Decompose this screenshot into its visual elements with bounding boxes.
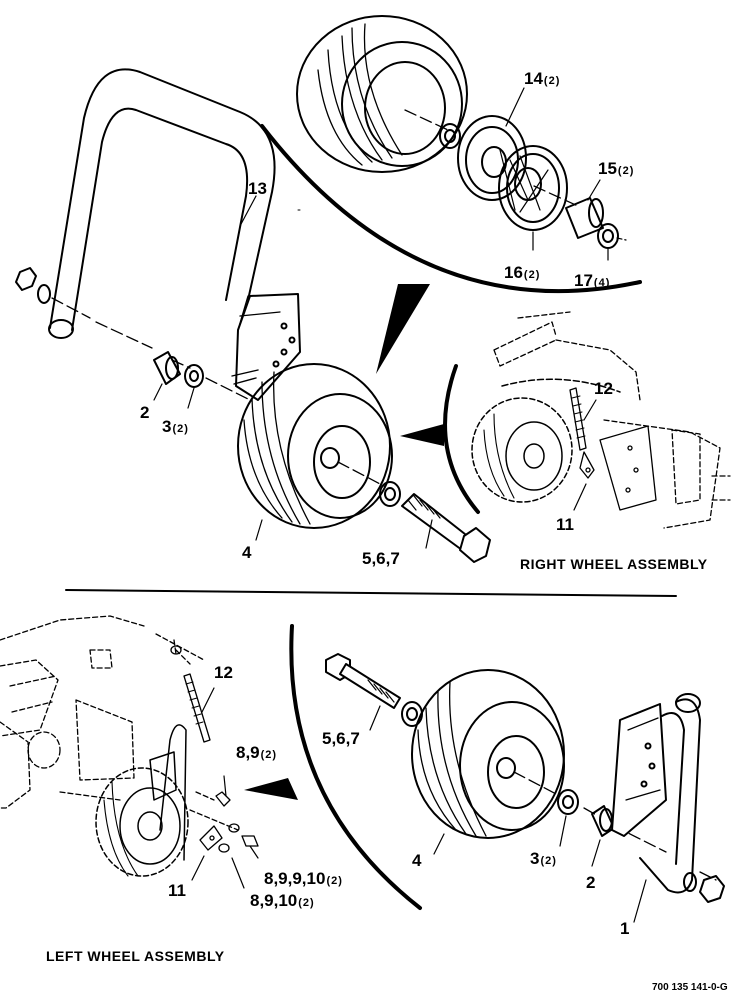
washer-top <box>184 364 204 388</box>
left-wheel-spring <box>155 633 211 743</box>
bolt-nut-left-top <box>15 267 91 319</box>
detail-tire-top <box>296 15 468 211</box>
axle-line-bottom <box>513 771 717 881</box>
left-wheel-assembly-caption: LEFT WHEEL ASSEMBLY <box>46 948 225 964</box>
right-wheel-assembly-caption: RIGHT WHEEL ASSEMBLY <box>520 556 708 572</box>
bushing-top <box>153 351 181 385</box>
callout-5-6-7-top: 5,6,7 <box>362 549 400 568</box>
callout-17: 17(4) <box>574 271 611 290</box>
right-wheel-spring <box>569 387 595 479</box>
callout-12-left: 12 <box>214 663 233 682</box>
callout-4-bottom: 4 <box>412 851 422 870</box>
washer-bolt-bottom <box>401 701 423 727</box>
handle-bar-top <box>48 68 276 339</box>
washer-bolt-top <box>379 481 401 507</box>
callout-2-bottom: 2 <box>586 873 596 892</box>
callout-8-9-10: 8,9,10(2) <box>250 891 315 910</box>
callout-5-6-7-bottom: 5,6,7 <box>322 729 360 748</box>
callout-13: 13 <box>248 179 267 198</box>
tire-main-bottom <box>411 669 565 839</box>
callout-14: 14(2) <box>524 69 561 88</box>
callout-11-right: 11 <box>556 515 574 534</box>
detail-callout-arc-top <box>260 124 642 374</box>
mounting-plate-bottom <box>611 703 667 837</box>
leader-lines-bottom <box>191 687 647 923</box>
detail-callout-arc-right <box>400 364 480 514</box>
bolt-bottom <box>325 653 401 709</box>
callout-12-right: 12 <box>594 379 613 398</box>
callout-3-bottom: 3(2) <box>530 849 557 868</box>
callout-1: 1 <box>620 919 630 938</box>
handle-bar-bottom <box>639 693 701 894</box>
axle-line-bolt-top <box>337 461 385 487</box>
right-wheel-frame-dashed <box>493 311 731 529</box>
callout-16: 16(2) <box>504 263 541 282</box>
axle-line-top-main <box>95 321 251 401</box>
callout-4-top: 4 <box>242 543 252 562</box>
detail-bearing-washer-top <box>439 123 461 149</box>
bolt-top <box>401 493 491 563</box>
detail-rim-half-inner <box>498 145 568 231</box>
callout-3-top: 3(2) <box>162 417 189 436</box>
washer-bottom <box>557 789 579 815</box>
callout-8-9-9-10: 8,9,9,10(2) <box>264 869 343 888</box>
callout-2-top: 2 <box>140 403 150 422</box>
detail-axle-line-mid <box>533 185 579 207</box>
detail-callout-arc-bottom <box>244 624 422 910</box>
callout-8-9: 8,9(2) <box>236 743 278 762</box>
leader-lines-top <box>153 87 609 549</box>
bushing-bottom <box>591 805 615 837</box>
callout-11-left: 11 <box>168 881 186 900</box>
left-wheel-frame-dashed <box>0 615 145 809</box>
left-wheel-bracket-hardware <box>189 791 259 853</box>
document-number: 700 135 141-0-G <box>652 982 728 993</box>
left-wheel-small-tire <box>95 767 189 877</box>
right-wheel-small-tire <box>471 378 621 503</box>
section-divider <box>65 589 677 597</box>
tire-main-top <box>237 363 393 529</box>
mounting-plate-top <box>231 293 301 401</box>
left-wheel-handle <box>149 724 187 861</box>
detail-axle-line-top <box>404 109 449 131</box>
nut-washer-bottom-right <box>683 872 725 903</box>
callout-15: 15(2) <box>598 159 635 178</box>
detail-spacer-tube <box>565 197 604 239</box>
